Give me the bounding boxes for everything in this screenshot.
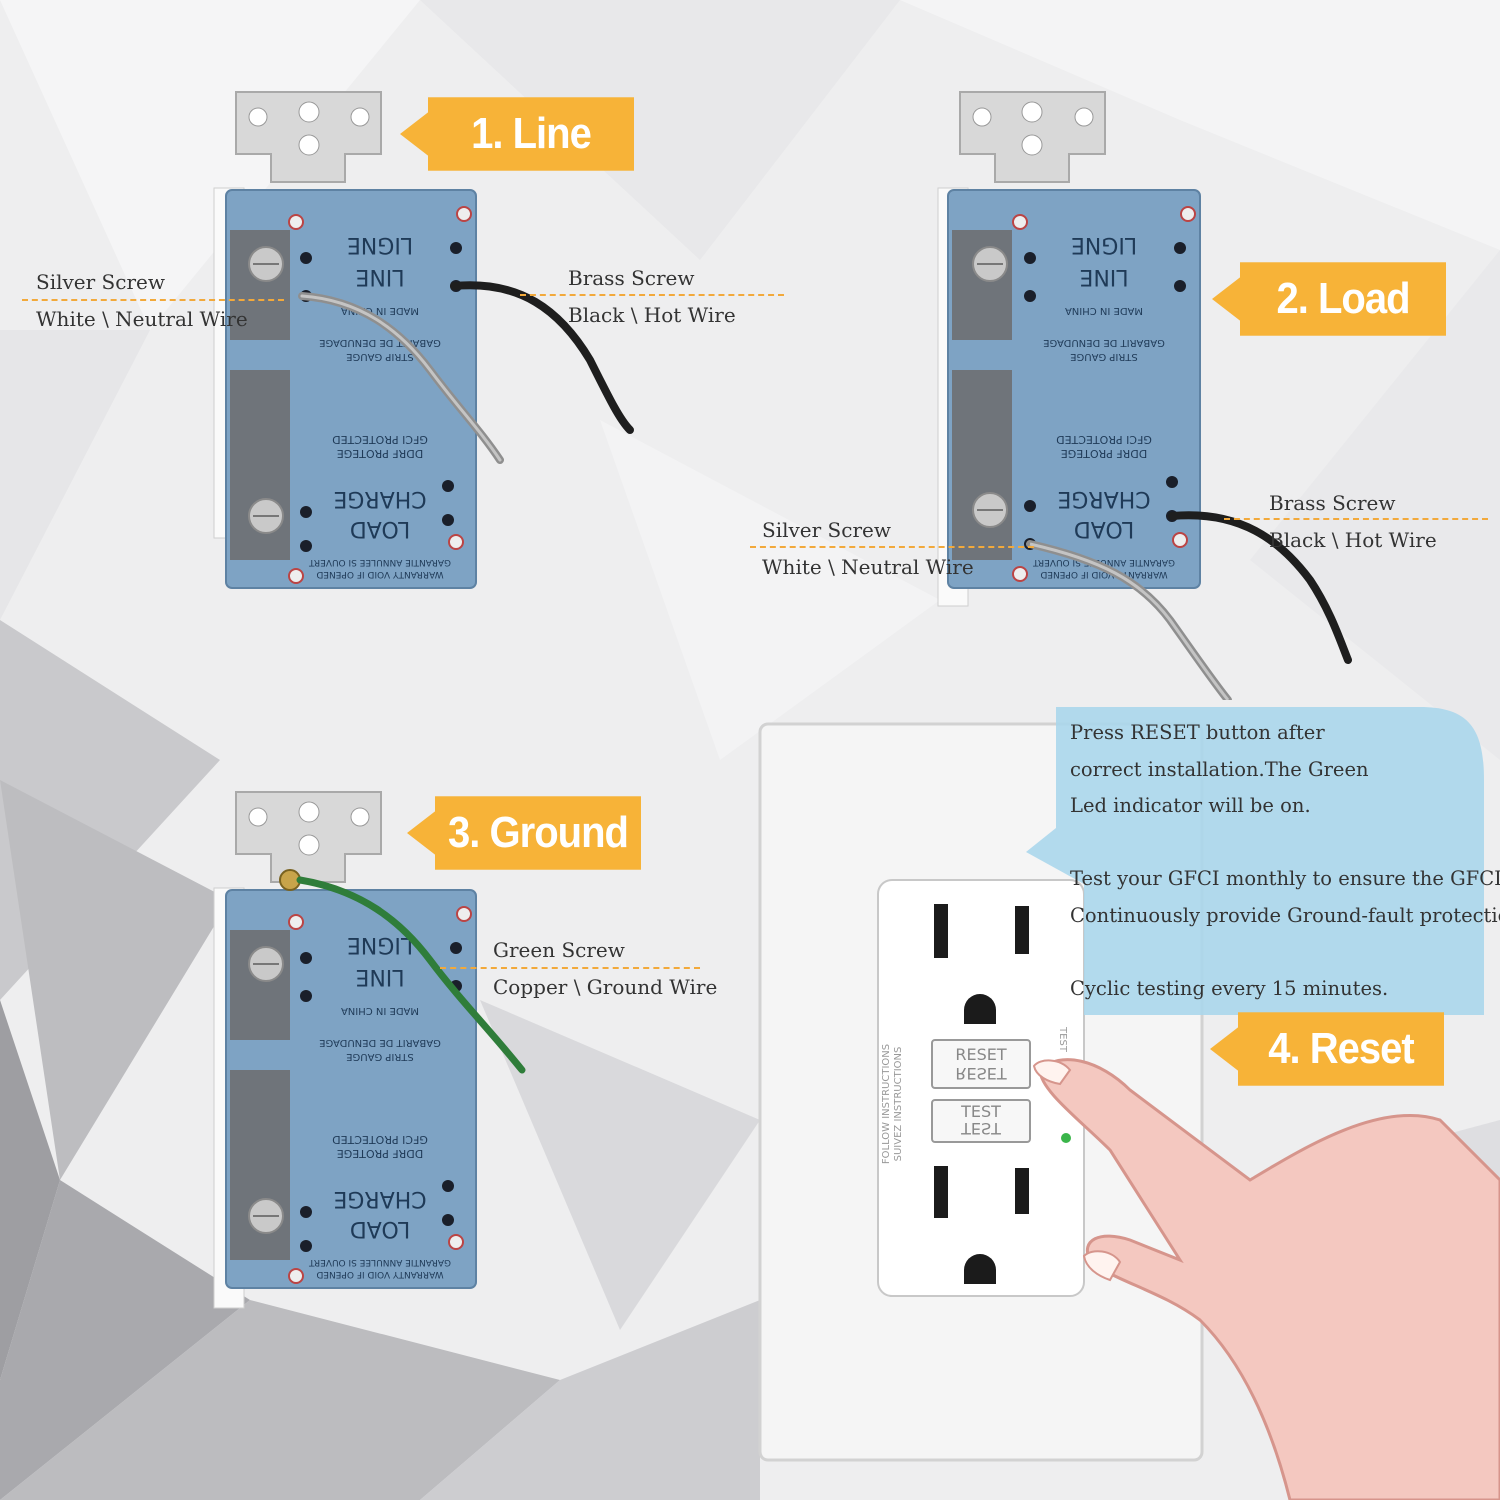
info-callout: Press RESET button after correct install…: [1056, 707, 1500, 1015]
info-line-3: Led indicator will be on.: [1070, 794, 1311, 817]
silver-screw-leader: [750, 546, 1034, 548]
receptacle-ground-illustration: LIGNE LINE MADE IN CHINA GABARIT DE DENU…: [213, 791, 526, 1309]
mold-gfci-fr: DDRF PROTEGE: [337, 1147, 424, 1160]
mold-charge: CHARGE: [333, 486, 426, 511]
receptacle-molded-text: LIGNE LINE MADE IN CHINA GABARIT DE DENU…: [309, 932, 451, 1279]
step-load-badge: 2. Load: [1212, 262, 1446, 336]
brass-screw-label: Brass Screw: [1269, 491, 1396, 515]
mold-warranty-en: WARRANTY VOID IF OPENED: [1040, 569, 1167, 579]
neutral-wire-label: White \ Neutral Wire: [762, 555, 974, 579]
silver-screw-leader: [22, 299, 284, 301]
step-ground-panel: LIGNE LINE MADE IN CHINA GABARIT DE DENU…: [0, 780, 740, 1320]
mold-warranty-fr: GARANTIE ANNULEE SI OUVERT: [1033, 557, 1175, 567]
receptacle-molded-text: LIGNE LINE MADE IN CHINA GABARIT DE DENU…: [309, 232, 451, 579]
hot-wire: [1168, 511, 1352, 664]
mold-gfci-en: GFCI PROTECTED: [1056, 433, 1152, 446]
mold-strip-en: STRIP GAUGE: [1070, 351, 1138, 362]
mold-strip-fr: GABARIT DE DENUDAGE: [319, 1037, 441, 1048]
mold-strip-en: STRIP GAUGE: [346, 1051, 414, 1062]
mold-line-fr: LIGNE: [1071, 232, 1137, 257]
mold-charge: CHARGE: [1057, 486, 1150, 511]
mold-made-in: MADE IN CHINA: [341, 1005, 419, 1016]
ground-wire: [296, 876, 526, 1074]
info-line-2: correct installation.The Green: [1070, 758, 1369, 781]
receptacle-molded-text: LIGNE LINE MADE IN CHINA GABARIT DE DENU…: [1033, 232, 1175, 579]
mold-warranty-en: WARRANTY VOID IF OPENED: [316, 1269, 443, 1279]
mold-warranty-fr: GARANTIE ANNULEE SI OUVERT: [309, 1257, 451, 1267]
info-line-4: Test your GFCI monthly to ensure the GFC…: [1070, 867, 1500, 890]
step-ground-badge: 3. Ground: [407, 796, 641, 870]
brass-screw-leader: [1224, 518, 1488, 520]
hot-wire: [450, 281, 634, 434]
mold-warranty-en: WARRANTY VOID IF OPENED: [316, 569, 443, 579]
step-load-panel: LIGNE LINE MADE IN CHINA GABARIT DE DENU…: [720, 0, 1500, 700]
mold-gfci-en: GFCI PROTECTED: [332, 433, 428, 446]
step-line-panel: LIGNE LINE MADE IN CHINA GABARIT DE DENU…: [0, 0, 784, 640]
mold-charge: CHARGE: [333, 1186, 426, 1211]
step-line-badge: 1. Line: [400, 97, 634, 171]
receptacle-line-illustration: LIGNE LINE MADE IN CHINA GABARIT DE DENU…: [213, 91, 634, 589]
mounting-strap-top: [235, 91, 382, 183]
mold-load: LOAD: [350, 1216, 410, 1241]
mold-strip-en: STRIP GAUGE: [346, 351, 414, 362]
mold-gfci-fr: DDRF PROTEGE: [337, 447, 424, 460]
mold-line-en: LINE: [355, 264, 404, 289]
step-reset-badge: 4. Reset: [1210, 1012, 1444, 1086]
mold-strip-fr: GABARIT DE DENUDAGE: [319, 337, 441, 348]
hot-wire-label: Black \ Hot Wire: [568, 303, 736, 327]
info-line-5: Continuously provide Ground-fault protec…: [1070, 904, 1500, 927]
brass-screw-label: Brass Screw: [568, 266, 695, 290]
neutral-wire-label: White \ Neutral Wire: [36, 307, 248, 331]
mold-warranty-fr: GARANTIE ANNULEE SI OUVERT: [309, 557, 451, 567]
hot-wire-label: Black \ Hot Wire: [1269, 528, 1437, 552]
brass-screw-leader: [520, 294, 784, 296]
info-line-1: Press RESET button after: [1070, 721, 1325, 744]
info-line-6: Cyclic testing every 15 minutes.: [1070, 977, 1389, 1000]
mold-gfci-fr: DDRF PROTEGE: [1061, 447, 1148, 460]
mold-strip-fr: GABARIT DE DENUDAGE: [1043, 337, 1165, 348]
receptacle-load-illustration: LIGNE LINE MADE IN CHINA GABARIT DE DENU…: [937, 91, 1352, 700]
mold-made-in: MADE IN CHINA: [1065, 305, 1143, 316]
green-screw-leader: [440, 967, 700, 969]
silver-screw-label: Silver Screw: [36, 270, 165, 294]
mold-line-en: LINE: [355, 964, 404, 989]
mold-gfci-en: GFCI PROTECTED: [332, 1133, 428, 1146]
mold-load: LOAD: [350, 516, 410, 541]
mold-line-fr: LIGNE: [347, 232, 413, 257]
mold-load: LOAD: [1074, 516, 1134, 541]
silver-screw-label: Silver Screw: [762, 518, 891, 542]
green-screw-label: Green Screw: [493, 938, 625, 962]
mold-made-in: MADE IN CHINA: [341, 305, 419, 316]
ground-wire-label: Copper \ Ground Wire: [493, 975, 718, 999]
mold-line-fr: LIGNE: [347, 932, 413, 957]
mold-line-en: LINE: [1079, 264, 1128, 289]
